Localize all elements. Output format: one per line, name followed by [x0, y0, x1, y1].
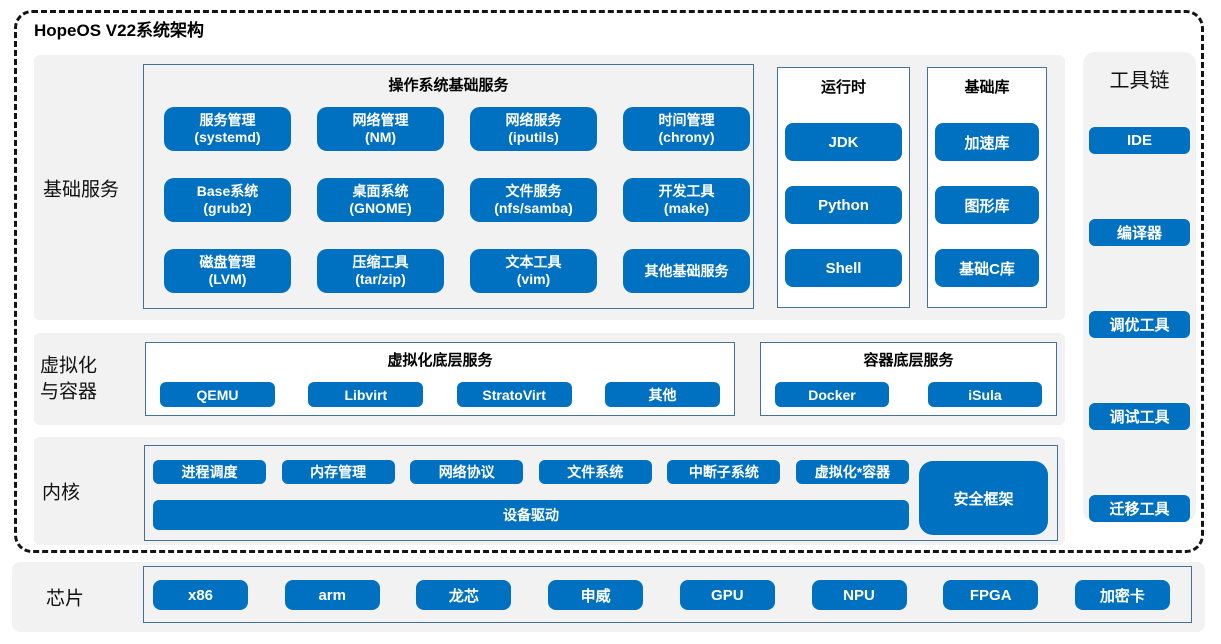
chip-row: x86 arm 龙芯 申威 GPU NPU FPGA 加密卡 — [153, 580, 1170, 610]
kernel-block-filesystem: 文件系统 — [538, 460, 652, 484]
chip-block-x86: x86 — [153, 580, 248, 610]
chip-block-crypto-card: 加密卡 — [1074, 580, 1170, 610]
os-service-block-gnome: 桌面系统 (GNOME) — [317, 178, 444, 222]
security-framework-block: 安全框架 — [919, 461, 1048, 535]
kernel-block-virt-container: 虚拟化*容器 — [795, 460, 909, 484]
base-library-stack: 加速库 图形库 基础C库 — [928, 123, 1046, 287]
os-service-block-systemd: 服务管理 (systemd) — [164, 107, 291, 151]
runtime-panel: 运行时 JDK Python Shell — [777, 67, 910, 308]
chip-block-npu: NPU — [811, 580, 907, 610]
device-driver-bar: 设备驱动 — [153, 500, 909, 530]
dashed-boundary — [14, 10, 1204, 553]
runtime-stack: JDK Python Shell — [778, 123, 909, 287]
os-basic-services-title: 操作系统基础服务 — [388, 77, 509, 94]
foundation-layer-label: 基础服务 — [43, 179, 120, 200]
virt-block-stratovirt: StratoVirt — [456, 382, 572, 407]
os-basic-services-panel: 操作系统基础服务 服务管理 (systemd) 网络管理 (NM) 网络服务 (… — [143, 64, 754, 309]
baselib-block-c-lib: 基础C库 — [935, 249, 1039, 287]
toolchain-block-tuning: 调优工具 — [1089, 311, 1190, 338]
os-service-block-other: 其他基础服务 — [623, 249, 750, 293]
toolchain-stack: IDE 编译器 调优工具 调试工具 迁移工具 — [1083, 127, 1196, 522]
virtualization-base-services-title: 虚拟化底层服务 — [387, 352, 493, 369]
toolchain-title: 工具链 — [1109, 70, 1170, 92]
os-service-block-lvm: 磁盘管理 (LVM) — [164, 249, 291, 293]
kernel-block-network: 网络协议 — [410, 460, 524, 484]
base-library-panel: 基础库 加速库 图形库 基础C库 — [927, 67, 1047, 308]
os-services-grid: 服务管理 (systemd) 网络管理 (NM) 网络服务 (iputils) … — [164, 107, 750, 293]
chip-block-fpga: FPGA — [943, 580, 1039, 610]
runtime-title: 运行时 — [820, 79, 866, 96]
chip-layer-label: 芯片 — [46, 588, 85, 610]
kernel-block-interrupt: 中断子系统 — [667, 460, 781, 484]
virtualization-row: QEMU Libvirt StratoVirt 其他 — [160, 382, 720, 407]
kernel-block-scheduler: 进程调度 — [153, 460, 266, 484]
container-base-services-panel: 容器底层服务 Docker iSula — [760, 342, 1057, 416]
base-library-title: 基础库 — [964, 79, 1010, 96]
os-service-block-nfs-samba: 文件服务 (nfs/samba) — [470, 178, 597, 222]
chip-block-sunway: 申威 — [548, 580, 644, 610]
os-service-block-vim: 文本工具 (vim) — [470, 249, 597, 293]
chip-panel: x86 arm 龙芯 申威 GPU NPU FPGA 加密卡 — [143, 566, 1192, 623]
chip-layer: 芯片 x86 arm 龙芯 申威 GPU NPU FPGA 加密卡 — [12, 562, 1205, 632]
container-block-docker: Docker — [775, 382, 889, 407]
virtualization-container-layer: 虚拟化 与容器 虚拟化底层服务 QEMU Libvirt StratoVirt … — [34, 333, 1065, 425]
kernel-panel: 进程调度 内存管理 网络协议 文件系统 中断子系统 虚拟化*容器 设备驱动 安全… — [144, 445, 1058, 541]
runtime-block-jdk: JDK — [785, 123, 902, 161]
baselib-block-accel: 加速库 — [935, 123, 1039, 161]
os-service-block-grub2: Base系统 (grub2) — [164, 178, 291, 222]
os-service-block-tar-zip: 压缩工具 (tar/zip) — [317, 249, 444, 293]
chip-block-gpu: GPU — [679, 580, 775, 610]
kernel-subsystems-row: 进程调度 内存管理 网络协议 文件系统 中断子系统 虚拟化*容器 — [153, 460, 909, 484]
os-service-block-nm: 网络管理 (NM) — [317, 107, 444, 151]
chip-block-arm: arm — [284, 580, 380, 610]
kernel-layer: 内核 进程调度 内存管理 网络协议 文件系统 中断子系统 虚拟化*容器 设备驱动… — [34, 437, 1065, 545]
container-base-services-title: 容器底层服务 — [863, 352, 954, 369]
kernel-block-memory: 内存管理 — [281, 460, 395, 484]
runtime-block-python: Python — [785, 186, 902, 224]
toolchain-block-compiler: 编译器 — [1089, 219, 1190, 246]
os-service-block-chrony: 时间管理 (chrony) — [623, 107, 750, 151]
foundation-services-layer: 基础服务 操作系统基础服务 服务管理 (systemd) 网络管理 (NM) 网… — [34, 55, 1065, 320]
virt-block-qemu: QEMU — [160, 382, 275, 407]
diagram-title: HopeOS V22系统架构 — [34, 21, 205, 40]
os-service-block-make: 开发工具 (make) — [623, 178, 750, 222]
baselib-block-graphics: 图形库 — [935, 186, 1039, 224]
runtime-block-shell: Shell — [785, 249, 902, 287]
container-row: Docker iSula — [775, 382, 1042, 407]
kernel-layer-label: 内核 — [42, 482, 81, 504]
toolchain-column: 工具链 IDE 编译器 调优工具 调试工具 迁移工具 — [1083, 52, 1196, 522]
virtualization-base-services-panel: 虚拟化底层服务 QEMU Libvirt StratoVirt 其他 — [145, 342, 735, 416]
toolchain-block-ide: IDE — [1089, 127, 1190, 154]
virt-block-other: 其他 — [604, 382, 720, 407]
virt-block-libvirt: Libvirt — [308, 382, 424, 407]
virtualization-layer-label: 虚拟化 与容器 — [40, 355, 98, 402]
os-service-block-iputils: 网络服务 (iputils) — [470, 107, 597, 151]
chip-block-loongson: 龙芯 — [416, 580, 512, 610]
container-block-isula: iSula — [928, 382, 1042, 407]
toolchain-block-migration: 迁移工具 — [1089, 495, 1190, 522]
toolchain-block-debug: 调试工具 — [1089, 403, 1190, 430]
